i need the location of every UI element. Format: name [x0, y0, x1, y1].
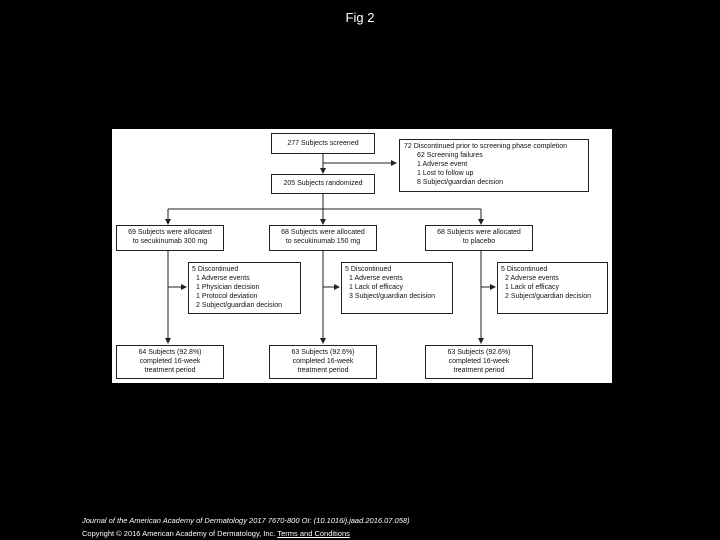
discontinued-line: 2 Adverse events	[505, 275, 559, 282]
discontinued-line: 1 Lack of efficacy	[505, 284, 559, 291]
discontinued-prior-line: 72 Discontinued prior to screening phase…	[404, 143, 568, 150]
discontinued-box-150mg: 5 Discontinued 1 Adverse events 1 Lack o…	[341, 262, 453, 314]
discontinued-prior-line: 62 Screening failures	[417, 152, 483, 159]
copyright-text: Copyright © 2016 American Academy of Der…	[82, 529, 276, 538]
discontinued-line: 5 Discontinued	[345, 266, 392, 273]
discontinued-line: 1 Physician decision	[196, 284, 260, 291]
discontinued-line: 5 Discontinued	[192, 266, 239, 273]
discontinued-prior-line: 1 Adverse event	[417, 161, 468, 168]
completed-line: treatment period	[297, 367, 349, 374]
completed-box-placebo: 63 Subjects (92.6%) completed 16-week tr…	[425, 345, 533, 379]
completed-box-150mg: 63 Subjects (92.6%) completed 16-week tr…	[269, 345, 377, 379]
completed-line: treatment period	[453, 367, 505, 374]
allocated-box-300mg: 69 Subjects were allocated to secukinuma…	[116, 225, 224, 251]
randomized-box: 205 Subjects randomized	[271, 174, 375, 194]
discontinued-line: 2 Subject/guardian decision	[196, 302, 283, 309]
allocated-line: to placebo	[462, 238, 496, 245]
completed-line: 64 Subjects (92.8%)	[138, 349, 202, 356]
allocated-line: to secukinumab 300 mg	[132, 238, 208, 245]
discontinued-line: 2 Subject/guardian decision	[505, 293, 592, 300]
completed-line: completed 16-week	[448, 358, 510, 365]
completed-line: completed 16-week	[139, 358, 201, 365]
discontinued-prior-box: 72 Discontinued prior to screening phase…	[399, 139, 589, 192]
discontinued-line: 3 Subject/guardian decision	[349, 293, 436, 300]
connector-lines	[165, 154, 496, 344]
discontinued-line: 1 Lack of efficacy	[349, 284, 403, 291]
citation-footer: Journal of the American Academy of Derma…	[82, 514, 410, 540]
randomized-text: 205 Subjects randomized	[283, 180, 363, 187]
completed-line: treatment period	[144, 367, 196, 374]
allocated-box-150mg: 68 Subjects were allocated to secukinuma…	[269, 225, 377, 251]
allocated-line: 69 Subjects were allocated	[128, 229, 212, 236]
discontinued-line: 1 Adverse events	[349, 275, 403, 282]
completed-box-300mg: 64 Subjects (92.8%) completed 16-week tr…	[116, 345, 224, 379]
allocated-line: 68 Subjects were allocated	[281, 229, 365, 236]
discontinued-line: 1 Adverse events	[196, 275, 250, 282]
completed-line: 63 Subjects (92.6%)	[291, 349, 355, 356]
discontinued-prior-line: 1 Lost to follow up	[417, 170, 474, 177]
journal-citation: Journal of the American Academy of Derma…	[82, 516, 410, 525]
flow-diagram: 277 Subjects screened 72 Discontinued pr…	[112, 129, 612, 383]
terms-and-conditions-link[interactable]: Terms and Conditions	[277, 529, 350, 538]
allocated-box-placebo: 68 Subjects were allocated to placebo	[425, 225, 533, 251]
allocated-line: 68 Subjects were allocated	[437, 229, 521, 236]
discontinued-box-300mg: 5 Discontinued 1 Adverse events 1 Physic…	[188, 262, 301, 314]
screened-text: 277 Subjects screened	[287, 140, 359, 147]
allocated-line: to secukinumab 150 mg	[285, 238, 361, 245]
completed-line: 63 Subjects (92.6%)	[447, 349, 511, 356]
discontinued-prior-line: 8 Subject/guardian decision	[417, 179, 504, 186]
screened-box: 277 Subjects screened	[271, 133, 375, 154]
discontinued-box-placebo: 5 Discontinued 2 Adverse events 1 Lack o…	[497, 262, 608, 314]
copyright-line: Copyright © 2016 American Academy of Der…	[82, 527, 410, 540]
completed-line: completed 16-week	[292, 358, 354, 365]
discontinued-line: 5 Discontinued	[501, 266, 548, 273]
figure-title: Fig 2	[345, 10, 375, 25]
discontinued-line: 1 Protocol deviation	[196, 293, 258, 300]
